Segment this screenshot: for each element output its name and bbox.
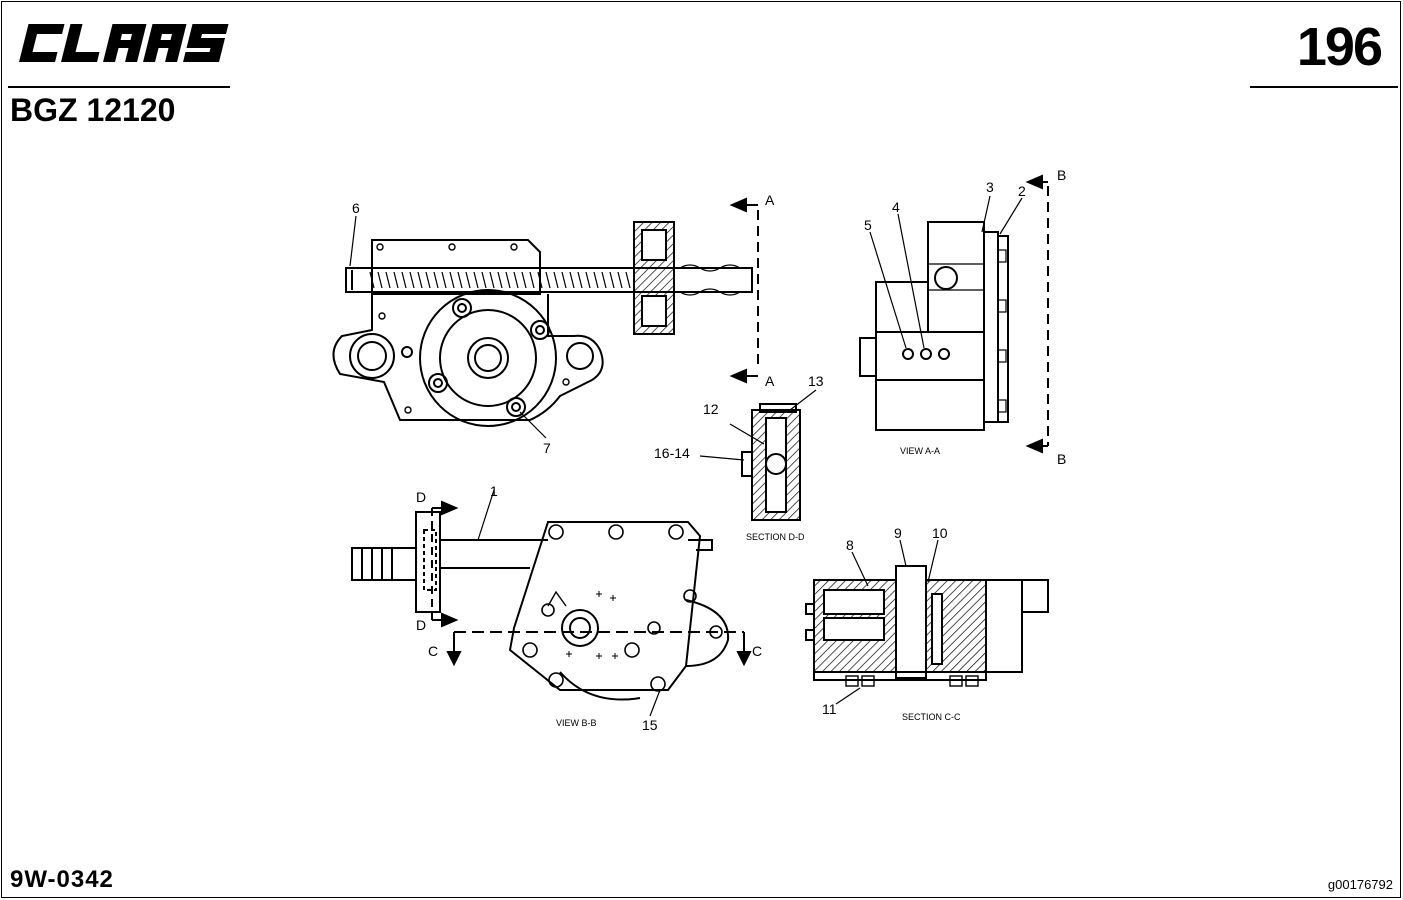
callout-1: 1 [490,483,498,499]
document-code: 9W-0342 [10,866,114,893]
callout-5: 5 [864,217,872,233]
marker-c-left: C [428,643,438,659]
callout-6: 6 [352,200,360,216]
marker-d-bottom: D [416,617,426,633]
label-view-bb: VIEW B-B [556,718,597,728]
callout-7: 7 [543,440,551,456]
callout-15: 15 [642,717,658,733]
view-bb-drawing [351,489,752,717]
label-view-aa: VIEW A-A [900,446,940,456]
marker-c-right: C [752,643,762,659]
main-view [332,197,759,439]
section-cc-drawing [805,539,1049,705]
marker-b-top: B [1057,167,1066,183]
view-aa-drawing [859,174,1049,454]
marker-d-top: D [416,489,426,505]
callout-12: 12 [703,401,719,417]
section-dd-drawing [699,389,817,521]
model-code: BGZ 12120 [10,92,176,128]
marker-a-bottom: A [765,373,775,389]
label-section-dd: SECTION D-D [746,532,805,542]
marker-b-bottom: B [1057,451,1066,467]
header-rule-right [1250,86,1398,88]
callout-3: 3 [986,179,994,195]
header-rule-left [8,86,230,88]
callout-13: 13 [808,373,824,389]
claas-logo [19,24,229,62]
callout-4: 4 [892,199,900,215]
callout-8: 8 [846,537,854,553]
image-id: g00176792 [1327,877,1393,892]
callout-2: 2 [1018,183,1026,199]
callout-11: 11 [822,701,837,717]
callout-9: 9 [894,525,902,541]
callout-16-14: 16-14 [654,445,690,461]
label-section-cc: SECTION C-C [902,712,961,722]
marker-a-top: A [765,192,775,208]
callout-10: 10 [932,525,948,541]
page-number: 196 [1296,17,1383,77]
